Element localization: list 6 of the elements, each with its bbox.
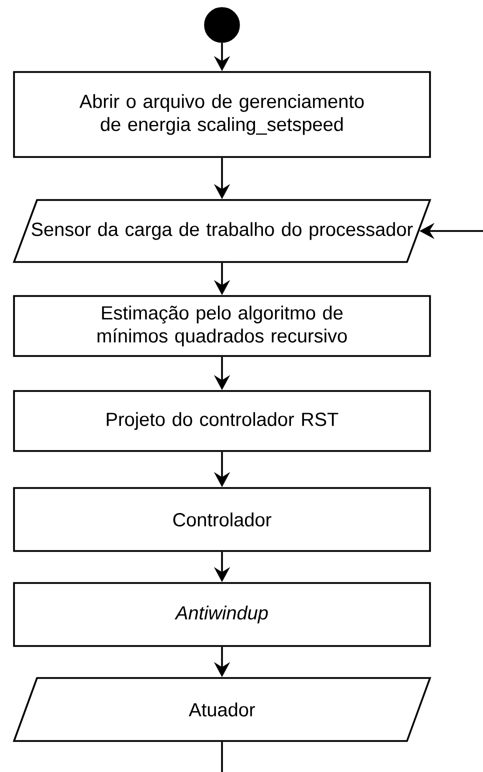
start-circle bbox=[204, 7, 240, 43]
process-box: Projeto do controlador RST bbox=[13, 390, 431, 452]
process-box: Estimação pelo algoritmo de mínimos quadrados recursivo bbox=[13, 295, 431, 357]
process-box: Abrir o arquivo de gerenciamento de energia scaling_setspeed bbox=[13, 71, 431, 158]
process-box: Antiwindup bbox=[13, 582, 431, 647]
process-box: Controlador bbox=[13, 487, 431, 552]
